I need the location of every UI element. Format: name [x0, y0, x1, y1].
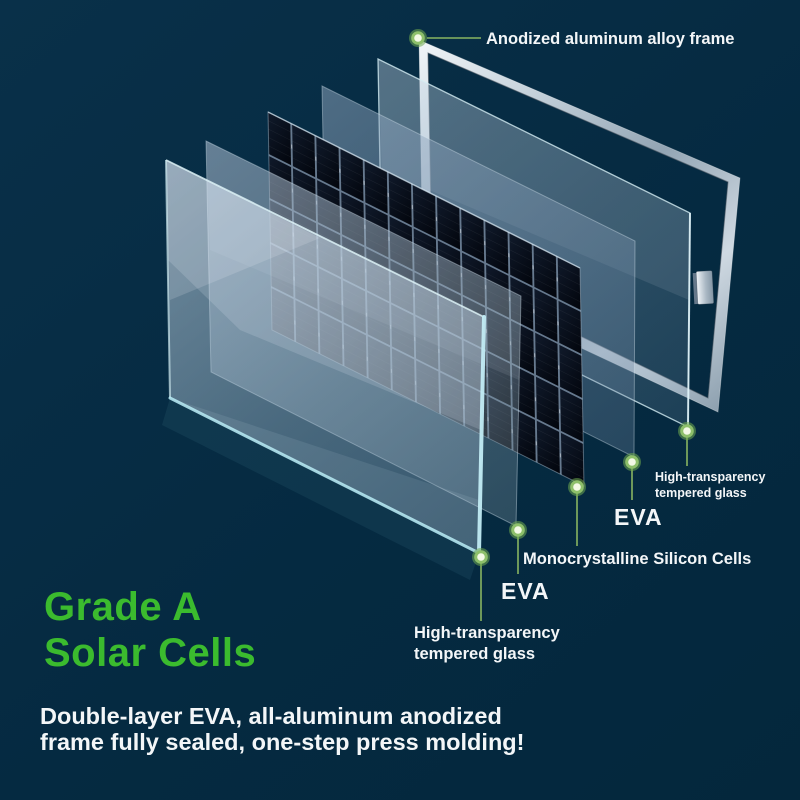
callout-dot-eva-back-icon — [623, 453, 641, 471]
callout-dot-eva-front-icon — [509, 521, 527, 539]
headline-line2: Solar Cells — [44, 631, 257, 675]
callout-label-eva-front: EVA — [501, 578, 550, 604]
tagline: Double-layer EVA, all-aluminum anodized … — [40, 703, 524, 755]
callout-dot-cells-icon — [568, 478, 586, 496]
headline-line1: Grade A — [44, 585, 202, 629]
callout-dot-frame-icon — [409, 29, 427, 47]
callout-dot-glass-front-icon — [472, 548, 490, 566]
headline: Grade A Solar Cells — [44, 584, 256, 676]
callout-label-glass-front: High-transparency tempered glass — [414, 624, 560, 663]
callout-label-eva-back: EVA — [614, 504, 663, 530]
tagline-line1: Double-layer EVA, all-aluminum anodized — [40, 703, 502, 729]
callout-label-glass-back: High-transparency tempered glass — [655, 470, 766, 501]
callout-dots — [409, 29, 696, 566]
callout-label-cells: Monocrystalline Silicon Cells — [523, 550, 752, 568]
layer-tempered-glass-front — [162, 159, 486, 580]
junction-box — [692, 270, 715, 305]
tagline-line2: frame fully sealed, one-step press moldi… — [40, 729, 525, 755]
callout-label-frame: Anodized aluminum alloy frame — [486, 30, 735, 48]
callout-dot-glass-back-icon — [678, 422, 696, 440]
